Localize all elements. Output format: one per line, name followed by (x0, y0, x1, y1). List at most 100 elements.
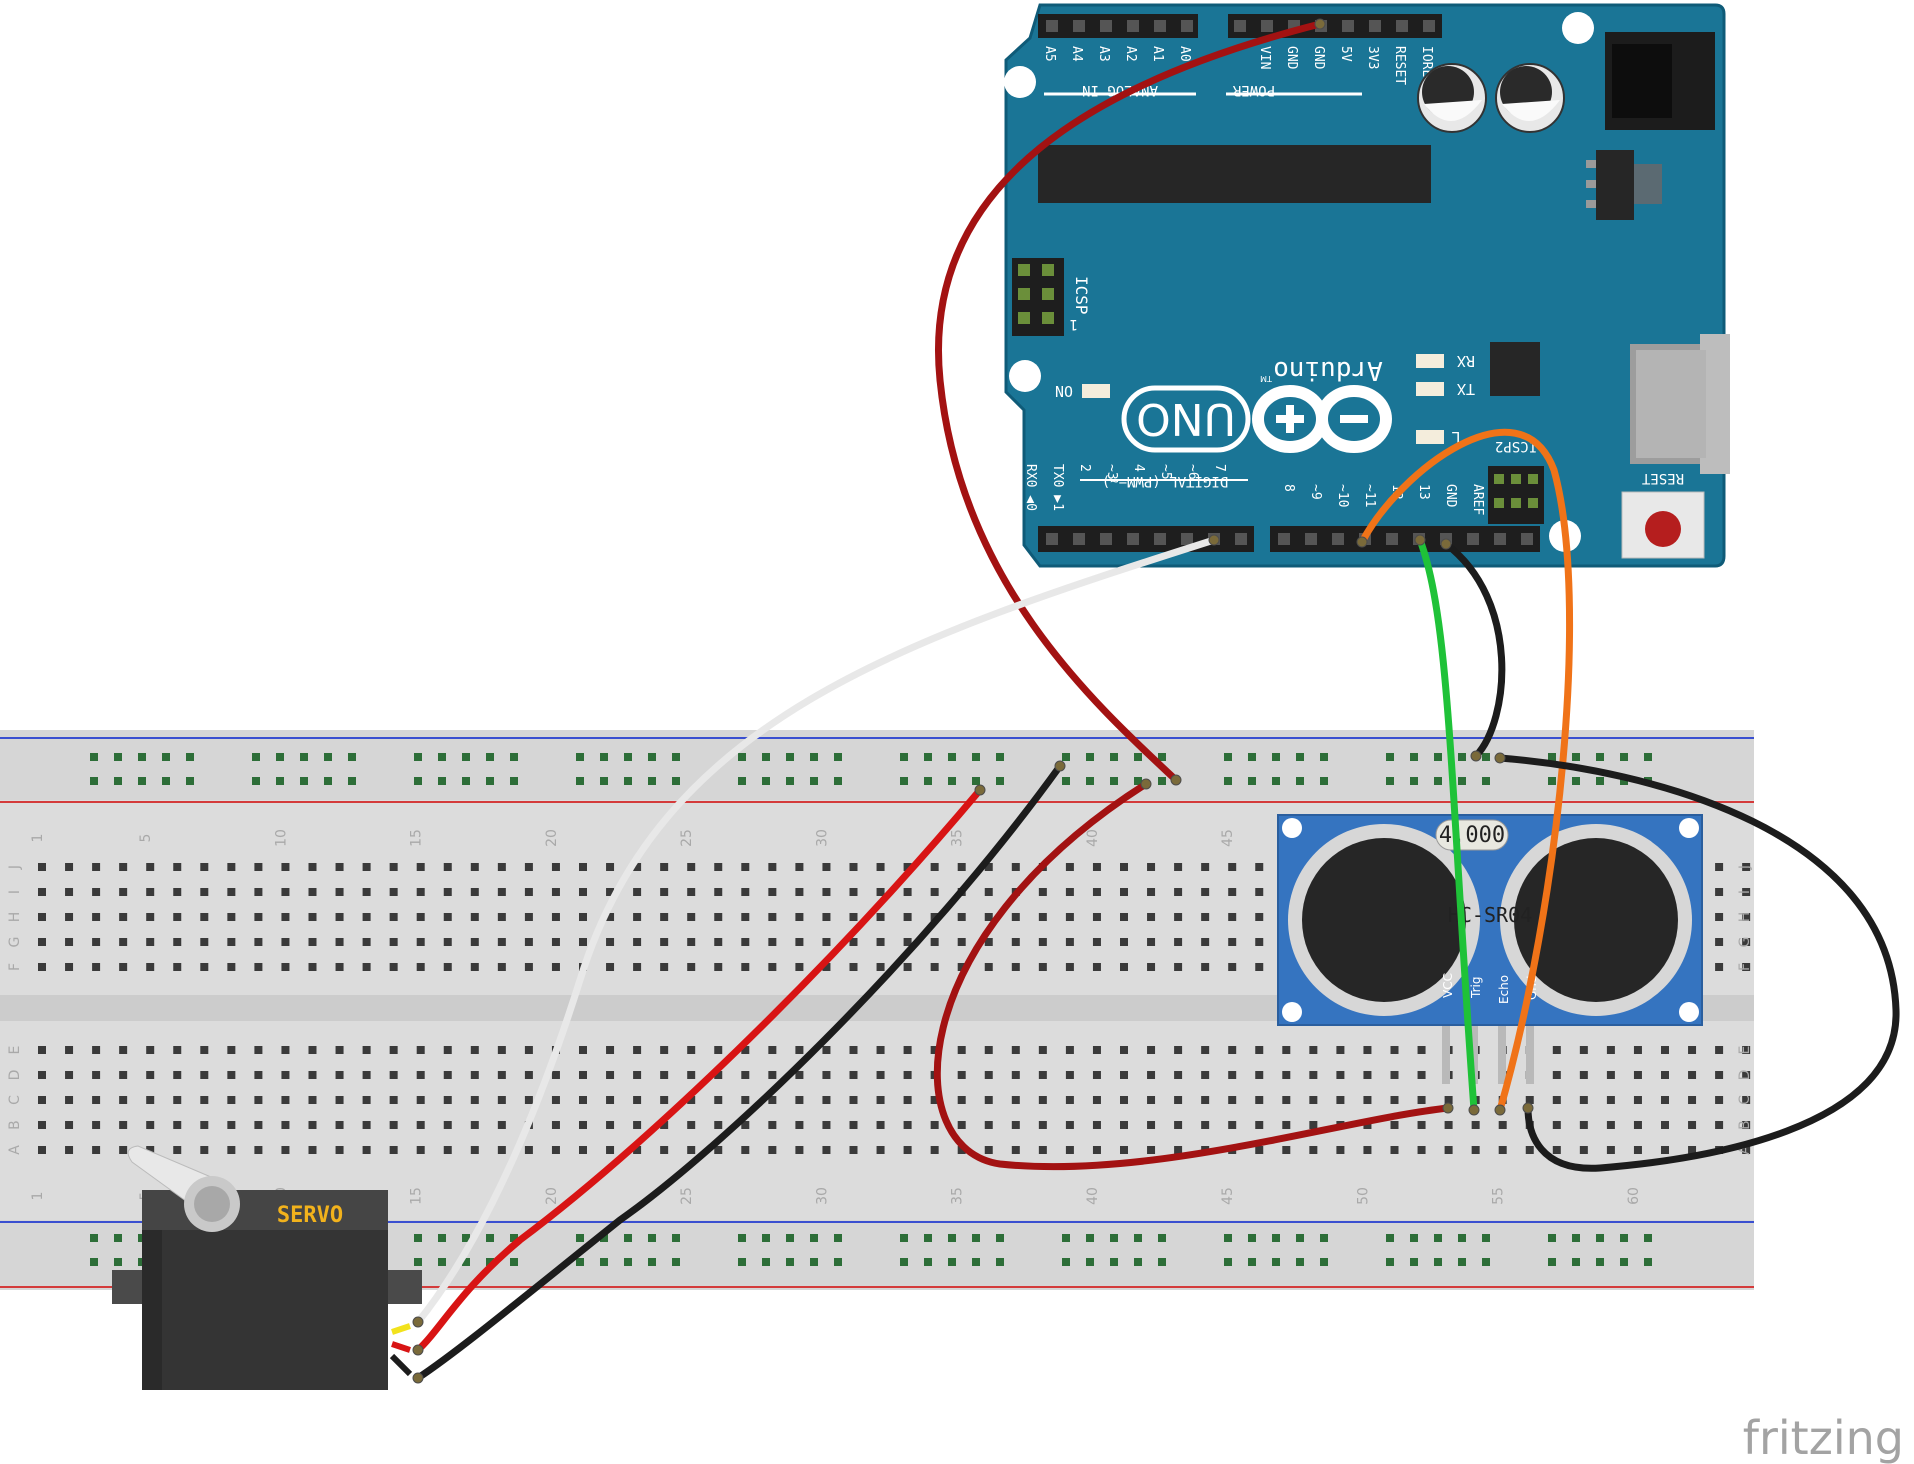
breadboard-hole[interactable] (930, 863, 939, 871)
breadboard-hole[interactable] (606, 1121, 615, 1129)
breadboard-hole[interactable] (1282, 1121, 1291, 1129)
breadboard-hole[interactable] (1742, 1046, 1751, 1054)
breadboard-hole[interactable] (92, 1046, 101, 1054)
breadboard-hole[interactable] (1092, 1071, 1101, 1079)
rail-hole[interactable] (624, 777, 632, 785)
breadboard-hole[interactable] (660, 1096, 669, 1104)
breadboard-hole[interactable] (65, 1096, 74, 1104)
breadboard-hole[interactable] (1661, 1046, 1669, 1054)
breadboard-hole[interactable] (335, 888, 344, 896)
breadboard-hole[interactable] (1282, 1071, 1291, 1079)
breadboard-hole[interactable] (606, 1096, 615, 1104)
rail-hole[interactable] (414, 777, 422, 785)
header-pin[interactable] (1100, 20, 1112, 32)
rail-hole[interactable] (1596, 777, 1604, 785)
breadboard-hole[interactable] (308, 963, 317, 971)
breadboard-hole[interactable] (173, 913, 182, 921)
breadboard-hole[interactable] (443, 1146, 452, 1154)
breadboard-hole[interactable] (92, 963, 101, 971)
breadboard-hole[interactable] (1255, 888, 1264, 896)
breadboard-hole[interactable] (1336, 1146, 1345, 1154)
breadboard-hole[interactable] (1552, 1146, 1561, 1154)
breadboard-hole[interactable] (849, 1046, 858, 1054)
breadboard-hole[interactable] (1038, 938, 1047, 946)
wire-black-gnd[interactable] (1442, 540, 1506, 760)
rail-hole[interactable] (1110, 1234, 1118, 1242)
breadboard-hole[interactable] (714, 938, 723, 946)
breadboard-hole[interactable] (768, 1046, 777, 1054)
breadboard-hole[interactable] (849, 963, 858, 971)
rail-hole[interactable] (1110, 1258, 1118, 1266)
breadboard-hole[interactable] (714, 863, 723, 871)
breadboard-hole[interactable] (416, 963, 425, 971)
rail-hole[interactable] (1320, 753, 1328, 761)
header-pin[interactable] (1100, 533, 1112, 545)
wire-black-sensor-gnd[interactable] (1496, 754, 1900, 1172)
rail-hole[interactable] (576, 1234, 584, 1242)
breadboard-hole[interactable] (714, 1146, 723, 1154)
rail-hole[interactable] (1572, 1258, 1580, 1266)
rail-hole[interactable] (1086, 1234, 1094, 1242)
breadboard-hole[interactable] (470, 888, 479, 896)
breadboard-hole[interactable] (1011, 1046, 1020, 1054)
sensor-pin-trig[interactable] (1470, 1018, 1478, 1084)
rail-hole[interactable] (738, 1234, 746, 1242)
wire-red-servo[interactable] (414, 786, 984, 1354)
breadboard-hole[interactable] (1688, 1071, 1697, 1079)
breadboard-hole[interactable] (173, 888, 182, 896)
breadboard-hole[interactable] (633, 1096, 642, 1104)
breadboard-hole[interactable] (146, 888, 155, 896)
rail-hole[interactable] (810, 777, 818, 785)
breadboard-hole[interactable] (795, 863, 804, 871)
breadboard-hole[interactable] (1092, 1121, 1101, 1129)
breadboard-hole[interactable] (524, 963, 533, 971)
rail-hole[interactable] (624, 753, 632, 761)
rail-hole[interactable] (1272, 1234, 1280, 1242)
header-pin[interactable] (1305, 533, 1317, 545)
rail-hole[interactable] (948, 1258, 956, 1266)
breadboard-hole[interactable] (1417, 1071, 1426, 1079)
rail-hole[interactable] (486, 1258, 494, 1266)
breadboard-hole[interactable] (660, 1121, 669, 1129)
breadboard-hole[interactable] (389, 1121, 398, 1129)
breadboard-hole[interactable] (768, 938, 777, 946)
breadboard-hole[interactable] (876, 1046, 885, 1054)
breadboard-hole[interactable] (984, 1046, 993, 1054)
breadboard-hole[interactable] (795, 1121, 804, 1129)
rail-hole[interactable] (1458, 1258, 1466, 1266)
breadboard-hole[interactable] (1065, 913, 1074, 921)
rail-hole[interactable] (762, 1234, 770, 1242)
rail-hole[interactable] (600, 1234, 608, 1242)
breadboard-hole[interactable] (308, 1071, 317, 1079)
breadboard-hole[interactable] (1255, 1121, 1264, 1129)
rail-hole[interactable] (1224, 1258, 1232, 1266)
breadboard-hole[interactable] (1742, 1146, 1751, 1154)
breadboard-hole[interactable] (470, 1096, 479, 1104)
breadboard-hole[interactable] (1092, 1146, 1101, 1154)
breadboard-hole[interactable] (876, 1146, 885, 1154)
breadboard-hole[interactable] (768, 1071, 777, 1079)
breadboard-hole[interactable] (1444, 1121, 1453, 1129)
header-pin[interactable] (1332, 533, 1344, 545)
icsp-pin[interactable] (1018, 264, 1030, 276)
breadboard-hole[interactable] (660, 863, 669, 871)
breadboard-hole[interactable] (579, 863, 587, 871)
rail-hole[interactable] (162, 777, 170, 785)
breadboard-hole[interactable] (1715, 913, 1724, 921)
breadboard-hole[interactable] (281, 913, 290, 921)
rail-hole[interactable] (324, 753, 332, 761)
breadboard-hole[interactable] (38, 913, 46, 921)
breadboard-hole[interactable] (822, 938, 831, 946)
breadboard-hole[interactable] (1633, 1121, 1642, 1129)
breadboard-hole[interactable] (119, 1096, 128, 1104)
breadboard-hole[interactable] (984, 913, 993, 921)
breadboard-hole[interactable] (335, 1146, 344, 1154)
rail-hole[interactable] (648, 1234, 656, 1242)
breadboard-hole[interactable] (92, 1096, 101, 1104)
breadboard-hole[interactable] (1255, 1096, 1264, 1104)
breadboard-hole[interactable] (1011, 1071, 1020, 1079)
breadboard-hole[interactable] (524, 938, 533, 946)
rail-hole[interactable] (1410, 753, 1418, 761)
power-header[interactable] (1228, 14, 1442, 38)
breadboard-hole[interactable] (1065, 1146, 1074, 1154)
